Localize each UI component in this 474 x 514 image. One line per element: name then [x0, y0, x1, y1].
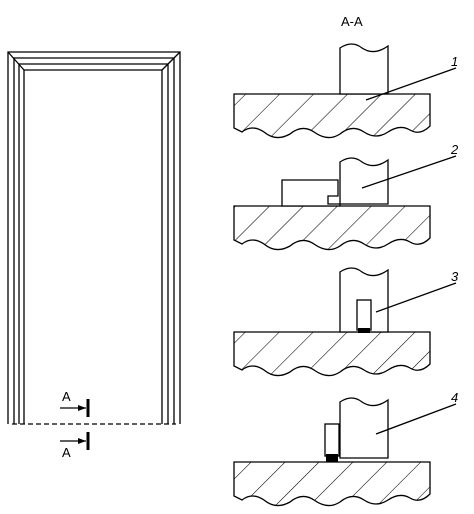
cut-label-bottom: A: [62, 445, 71, 460]
door-frame-outer: [7, 51, 181, 424]
leader-4: [375, 403, 457, 435]
detail-number-1: 1: [451, 54, 458, 69]
frame-corner-left: [7, 51, 25, 71]
door-frame-inner: [18, 63, 169, 424]
floor-hatch-1: [233, 93, 431, 139]
detail-number-2: 2: [450, 142, 459, 157]
detail-4: 4: [233, 390, 458, 507]
floor-hatch-4: [233, 461, 431, 507]
cut-label-top: A: [62, 389, 71, 404]
leader-1: [365, 67, 457, 101]
door-frame-middle: [13, 57, 175, 424]
leader-3: [375, 282, 457, 313]
cut-arrowhead-top: [78, 405, 86, 411]
door-leaf-edge: [23, 69, 163, 424]
floor-hatch-2: [233, 205, 431, 251]
detail-2: 2: [233, 142, 459, 251]
seal-strip-4: [326, 454, 338, 462]
seal-strip-3: [358, 328, 370, 333]
detail-number-3: 3: [451, 269, 459, 284]
door-profile-2: [339, 157, 389, 205]
frame-corner-right: [161, 51, 181, 71]
door-profile-1: [339, 43, 389, 95]
leader-2: [361, 155, 457, 189]
floor-hatch-3: [233, 331, 431, 377]
section-cut-marker: A A: [60, 389, 90, 460]
threshold-profile-2: [281, 179, 341, 207]
seal-insert-3: [356, 299, 372, 331]
door-elevation: [7, 51, 181, 425]
seal-insert-4: [324, 423, 340, 457]
detail-1: 1: [233, 43, 458, 139]
door-profile-4: [339, 397, 389, 459]
detail-number-4: 4: [451, 390, 458, 405]
cut-arrowhead-bottom: [78, 438, 86, 444]
section-title: A-A: [341, 14, 363, 29]
detail-3: 3: [233, 267, 459, 377]
